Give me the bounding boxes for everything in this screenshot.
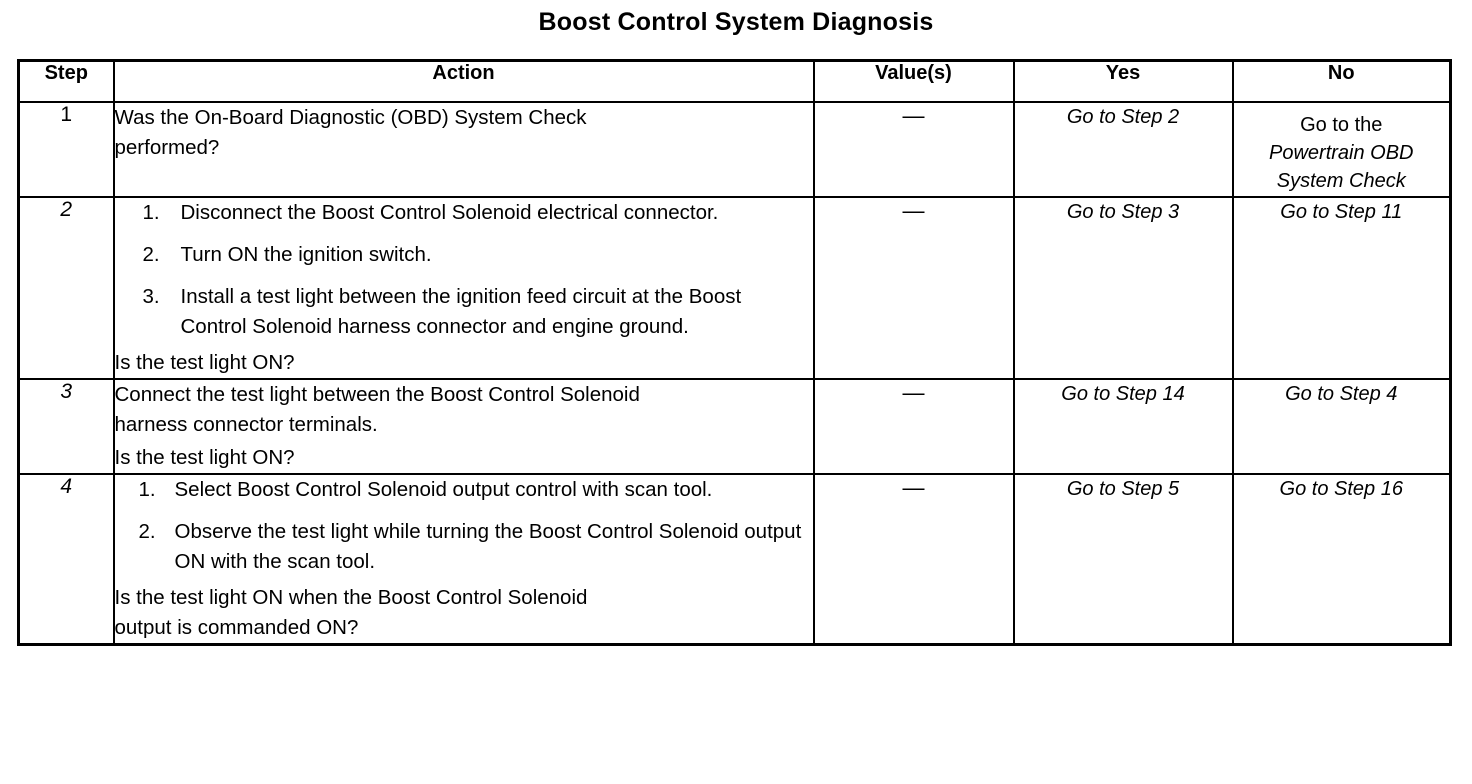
action-step-text: Disconnect the Boost Control Solenoid el… [180,200,719,224]
no-branch-cell: Go to Step 16 [1231,472,1452,646]
action-lead-text: Was the On-Board Diagnostic (OBD) System… [114,105,587,159]
branch-line: Go to Step 5 [1066,477,1180,500]
value-cell: — [812,472,1015,646]
action-step-list: 1. Select Boost Control Solenoid output c… [115,475,813,577]
yes-branch-cell: Go to Step 2 [1012,100,1234,198]
yes-branch-cell: Go to Step 3 [1012,195,1234,381]
column-header-value: Value(s) [812,59,1015,103]
step-number: 2 [17,195,115,381]
step-number: 1 [17,100,115,198]
action-question-text: Is the test light ON when the Boost Cont… [114,586,588,640]
branch-line: Go to the [1300,113,1383,136]
action-step-item: 3. Install a test light between the ignit… [115,282,813,342]
branch-line: Go to Step 11 [1280,200,1403,223]
column-header-no: No [1231,59,1452,103]
action-step-number: 1. [138,477,156,501]
action-lead-text: Connect the test light between the Boost… [114,383,640,437]
table-header-row: Step Action Value(s) Yes No [17,59,1452,103]
action-step-text: Observe the test light while turning the… [174,519,802,573]
column-header-step: Step [17,59,115,103]
action-question-text: Is the test light ON? [114,351,295,375]
column-header-yes: Yes [1012,59,1234,103]
branch-line: Go to Step 14 [1061,383,1185,406]
action-cell: 1. Disconnect the Boost Control Solenoid … [112,195,815,381]
step-number: 3 [17,378,115,475]
action-step-number: 3. [142,284,160,308]
action-step-item: 2. Turn ON the ignition switch. [115,240,813,270]
action-step-item: 1. Disconnect the Boost Control Solenoid … [115,198,813,228]
action-step-number: 1. [142,200,160,224]
action-step-item: 2. Observe the test light while turning t… [115,517,813,577]
table-header: Step Action Value(s) Yes No [17,59,1452,103]
step-number: 4 [17,472,115,646]
page-title: Boost Control System Diagnosis [538,8,934,36]
action-step-number: 2. [138,519,156,543]
action-step-text: Install a test light between the ignitio… [180,284,742,339]
action-step-text: Turn ON the ignition switch. [180,242,432,266]
table-row: 2 1. Disconnect the Boost Control Solenoid… [17,195,1452,381]
branch-line: Powertrain OBD [1269,141,1414,164]
action-step-list: 1. Disconnect the Boost Control Solenoid … [115,198,813,343]
table-row: 4 1. Select Boost Control Solenoid output … [17,472,1452,646]
branch-line: Go to Step 16 [1279,477,1403,500]
yes-branch-cell: Go to Step 14 [1012,378,1234,475]
value-cell: — [812,100,1015,198]
action-step-number: 2. [142,242,160,266]
column-header-action: Action [112,59,815,103]
branch-line: System Check [1276,170,1406,193]
branch-line: Go to Step 4 [1285,383,1398,406]
value-cell: — [812,195,1015,381]
no-branch-cell: Go to Step 4 [1231,378,1452,475]
action-step-item: 1. Select Boost Control Solenoid output c… [115,475,813,505]
no-branch-cell: Go to Step 11 [1231,195,1452,381]
action-cell: Was the On-Board Diagnostic (OBD) System… [112,100,815,198]
branch-line: Go to Step 3 [1066,200,1180,223]
action-step-text: Select Boost Control Solenoid output con… [174,477,713,501]
branch-line: Go to Step 2 [1066,105,1180,128]
yes-branch-cell: Go to Step 5 [1012,472,1234,646]
action-cell: Connect the test light between the Boost… [112,378,815,475]
value-cell: — [812,378,1015,475]
action-question-text: Is the test light ON? [114,445,295,469]
action-cell: 1. Select Boost Control Solenoid output c… [112,472,815,646]
